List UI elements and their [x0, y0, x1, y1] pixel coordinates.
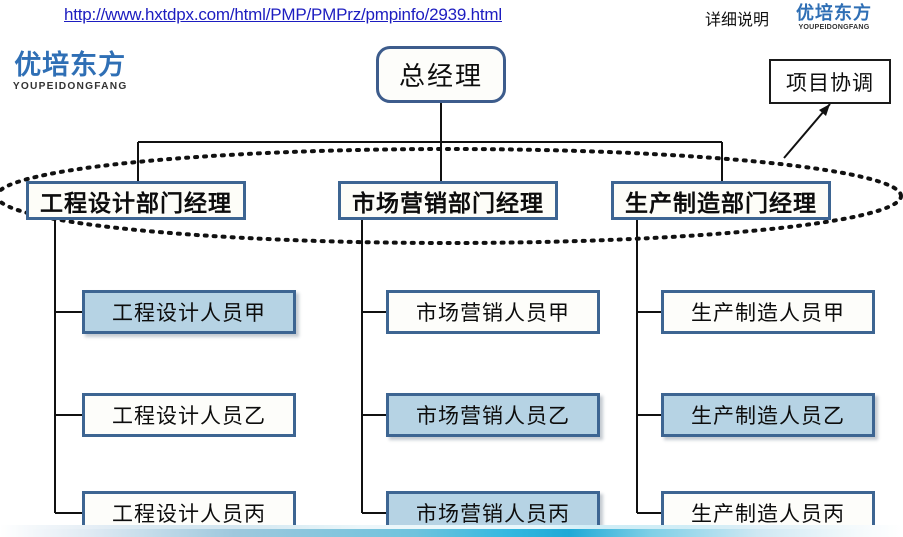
node-staff-manufacturing-1[interactable]: 生产制造人员甲 [661, 290, 875, 334]
brand-logo-main: 优培东方 YOUPEIDONGFANG [12, 50, 128, 92]
node-staff-marketing-1[interactable]: 市场营销人员甲 [386, 290, 600, 334]
header-bar: http://www.hxtdpx.com/html/PMP/PMPrz/pmp… [0, 0, 903, 38]
node-staff-engineering-2[interactable]: 工程设计人员乙 [82, 393, 296, 437]
node-manager-manufacturing[interactable]: 生产制造部门经理 [611, 181, 831, 220]
wire-arrow-shaft [783, 103, 831, 159]
node-manager-engineering[interactable]: 工程设计部门经理 [26, 181, 246, 220]
brand-logo-en: YOUPEIDONGFANG [798, 24, 870, 31]
node-staff-marketing-2[interactable]: 市场营销人员乙 [386, 393, 600, 437]
footer-accent-strip [0, 525, 903, 537]
header-note: 详细说明 [705, 12, 770, 29]
node-staff-manufacturing-2[interactable]: 生产制造人员乙 [661, 393, 875, 437]
node-project-coordination[interactable]: 项目协调 [769, 59, 891, 104]
brand-logo-small: 优培东方 YOUPEIDONGFANG [796, 4, 872, 31]
node-general-manager[interactable]: 总经理 [376, 46, 506, 103]
brand-logo-cn: 优培东方 [14, 50, 127, 80]
node-staff-engineering-1[interactable]: 工程设计人员甲 [82, 290, 296, 334]
source-url-link[interactable]: http://www.hxtdpx.com/html/PMP/PMPrz/pmp… [64, 5, 502, 24]
arrowhead-icon [819, 104, 830, 116]
brand-logo-cn: 优培东方 [796, 3, 872, 23]
brand-logo-en: YOUPEIDONGFANG [12, 81, 128, 92]
node-manager-marketing[interactable]: 市场营销部门经理 [338, 181, 558, 220]
